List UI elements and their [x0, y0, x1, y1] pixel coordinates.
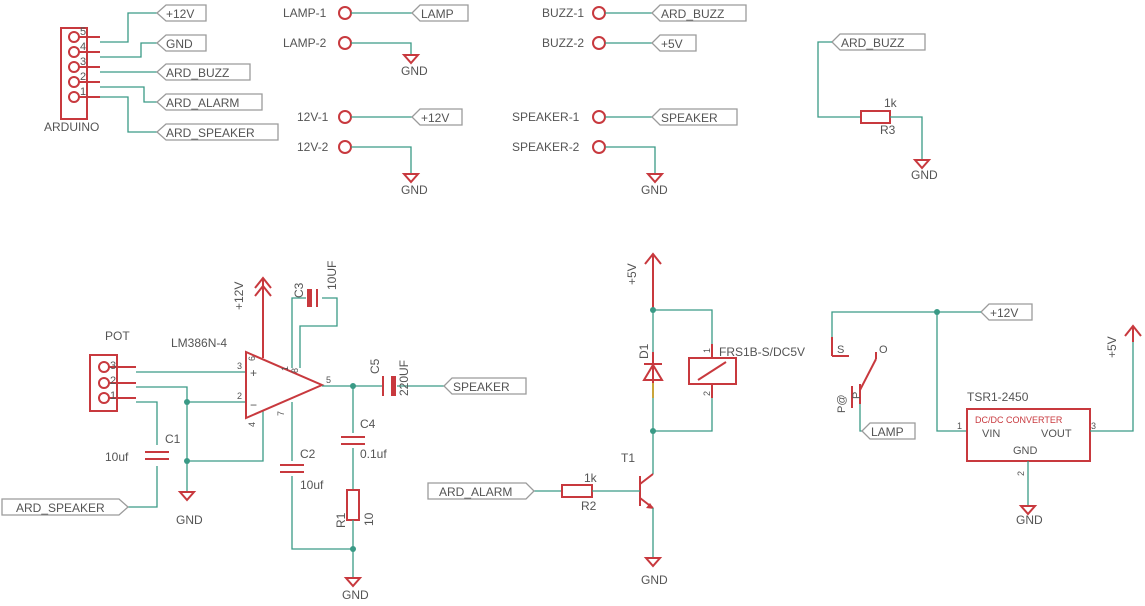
- tsr-pin-3: 3: [1091, 421, 1096, 431]
- tsr-pin-1: 1: [957, 421, 962, 431]
- arduino-pin-3: 3: [80, 56, 86, 68]
- c5-value: 220UF: [397, 360, 411, 396]
- buzz-net-flag: ARD_BUZZ: [661, 7, 724, 21]
- audio-amp-section: POT 3 2 1 C1 10uf ARD_SPEAKER GND +: [1, 261, 527, 602]
- speaker-net-flag: SPEAKER: [661, 111, 718, 125]
- lamp-2-label: LAMP-2: [283, 36, 327, 50]
- arduino-pin-2: 2: [80, 71, 86, 83]
- relay-pin-2: 2: [702, 391, 712, 396]
- v12-2-label: 12V-2: [297, 140, 329, 154]
- switch-s: S: [837, 344, 844, 356]
- tsr-name: TSR1-2450: [967, 390, 1029, 404]
- speaker-gnd-label: GND: [641, 183, 668, 197]
- tsr-gnd-label: GND: [1016, 513, 1043, 527]
- r1-value: 10: [362, 512, 376, 526]
- switch-p: P: [851, 392, 863, 399]
- amp-pin-1: 1: [280, 366, 290, 371]
- tsr-vout: VOUT: [1041, 428, 1072, 440]
- amp-pin-6: 6: [247, 356, 257, 361]
- relay-name: FRS1B-S/DC5V: [719, 345, 805, 359]
- switch-o: O: [879, 344, 888, 356]
- arduino-pin-4: 4: [80, 41, 86, 53]
- pot-pin-2: 2: [110, 375, 116, 387]
- tsr-pin-2: 2: [1016, 471, 1026, 476]
- amp-pin-3: 3: [237, 361, 242, 371]
- pot-label: POT: [105, 329, 130, 343]
- c5-name: C5: [368, 358, 382, 374]
- amp-pin-2: 2: [237, 391, 242, 401]
- switch-lamp-flag: LAMP: [871, 425, 904, 439]
- speaker-connectors: SPEAKER-1 SPEAKER SPEAKER-2 GND: [512, 108, 738, 197]
- arduino-net-ard-speaker: ARD_SPEAKER: [166, 126, 255, 140]
- amp-pin-8: 8: [290, 368, 300, 373]
- speaker-2-label: SPEAKER-2: [512, 140, 580, 154]
- tsr-title: DC/DC CONVERTER: [975, 415, 1063, 425]
- amp-gnd-right-label: GND: [342, 588, 369, 602]
- tsr-vin: VIN: [982, 428, 1000, 440]
- r3-ard-buzz-flag: ARD_BUZZ: [841, 36, 904, 50]
- pot-pin-1: 1: [110, 390, 116, 402]
- buzz-2-label: BUZZ-2: [542, 36, 584, 50]
- amp-speaker-flag: SPEAKER: [453, 380, 510, 394]
- v12-gnd-label: GND: [401, 183, 428, 197]
- tsr-gnd: GND: [1013, 445, 1038, 457]
- lamp-connectors: LAMP-1 LAMP LAMP-2 GND: [283, 4, 469, 78]
- d1-name: D1: [637, 343, 651, 359]
- c2-name: C2: [300, 447, 316, 461]
- c3-name: C3: [292, 282, 306, 298]
- amp-label: LM386N-4: [171, 336, 227, 350]
- c3-value: 10UF: [325, 261, 339, 290]
- lamp-net-flag: LAMP: [421, 7, 454, 21]
- t1-name: T1: [621, 451, 635, 465]
- amp-plus: +: [250, 366, 257, 380]
- ard-speaker-flag: ARD_SPEAKER: [16, 501, 105, 515]
- power-section: +12V S O P P@ LAMP TSR1-2450 DC/DC CONVE…: [831, 303, 1142, 527]
- amp-minus: −: [250, 398, 257, 412]
- arduino-pin-1: 1: [80, 86, 86, 98]
- power-12v-flag: +12V: [990, 306, 1018, 320]
- switch-pa: P@: [836, 394, 848, 413]
- c4-value: 0.1uf: [360, 447, 387, 461]
- amp-gnd-left-label: GND: [176, 513, 203, 527]
- relay-pin-1: 1: [702, 348, 712, 353]
- r2-name: R2: [581, 499, 597, 513]
- amp-pin-4: 4: [247, 422, 257, 427]
- v12-1-label: 12V-1: [297, 110, 329, 124]
- amp-pin-5: 5: [326, 375, 331, 385]
- r3-value: 1k: [884, 96, 898, 110]
- arduino-net-ard-alarm: ARD_ALARM: [166, 96, 239, 110]
- arduino-net-12v: +12V: [166, 7, 194, 21]
- buzz-connectors: BUZZ-1 ARD_BUZZ BUZZ-2 +5V: [542, 4, 747, 52]
- c4-name: C4: [360, 417, 376, 431]
- c1-value: 10uf: [105, 450, 129, 464]
- speaker-1-label: SPEAKER-1: [512, 110, 580, 124]
- lamp-1-label: LAMP-1: [283, 6, 327, 20]
- r3-section: ARD_BUZZ GND 1k R3: [817, 33, 938, 182]
- v12-connectors: 12V-1 +12V 12V-2 GND: [297, 108, 463, 197]
- arduino-header: 5 4 3 2 1 ARDUINO +12V GND ARD_BUZZ ARD_…: [44, 4, 279, 141]
- arduino-pin-5: 5: [80, 26, 86, 38]
- c2-value: 10uf: [300, 478, 324, 492]
- buzz-1-label: BUZZ-1: [542, 6, 584, 20]
- amp-pin-7: 7: [276, 411, 286, 416]
- arduino-net-gnd: GND: [166, 37, 193, 51]
- amp-12v-label: +12V: [232, 282, 246, 310]
- r2-value: 1k: [584, 471, 598, 485]
- r3-name: R3: [880, 123, 896, 137]
- relay-driver-section: +5V D1 1 2 FRS1B-S/DC5V T1 GND 1: [427, 252, 805, 587]
- r3-gnd-label: GND: [911, 168, 938, 182]
- arduino-label: ARDUINO: [44, 120, 99, 134]
- c1-name: C1: [165, 432, 181, 446]
- lamp-gnd-label: GND: [401, 64, 428, 78]
- t1-gnd-label: GND: [641, 573, 668, 587]
- ard-alarm-flag: ARD_ALARM: [439, 485, 512, 499]
- relay-5v-label: +5V: [625, 263, 639, 285]
- v12-net-flag: +12V: [421, 111, 449, 125]
- tsr-5v-label: +5V: [1105, 336, 1119, 358]
- r1-name: R1: [334, 512, 348, 528]
- arduino-net-ard-buzz: ARD_BUZZ: [166, 66, 229, 80]
- pot-pin-3: 3: [110, 360, 116, 372]
- buzz-5v-flag: +5V: [661, 37, 683, 51]
